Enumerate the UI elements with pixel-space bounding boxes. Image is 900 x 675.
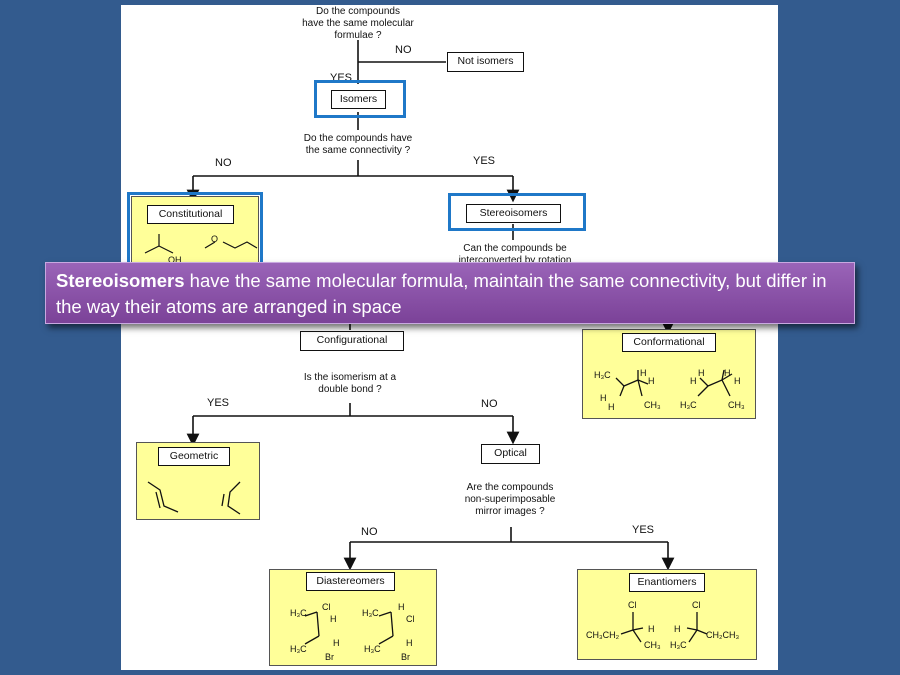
ena1-cl: Cl [628,600,637,610]
node-conformational: Conformational [622,333,716,352]
definition-banner: Stereoisomers have the same molecular fo… [45,262,855,324]
dia1-h3c-top: H₃C [290,608,307,618]
dia1-br: Br [325,652,334,662]
banner-term: Stereoisomers [56,270,185,291]
dia1-h-top: H [330,614,337,624]
stereoisomers-highlight-frame [448,193,586,231]
conf-left-h3: H [600,393,607,403]
dia1-h-bottom: H [333,638,340,648]
conf-right-ch3: CH₃ [728,400,745,410]
dia2-h3c-top: H₃C [362,608,379,618]
dia2-h-bottom: H [406,638,413,648]
conf-left-ch3: CH₃ [644,400,661,410]
hydroxyl-label: OH [168,255,182,265]
label-yes: YES [207,397,230,409]
conf-right-h1: H [690,376,697,386]
dia2-h-top: H [398,602,405,612]
conf-right-h3: H [724,368,731,378]
geometric-structures [147,481,241,515]
label-no: NO [481,398,498,410]
enantiomer-structures [620,612,708,643]
label-yes: YES [632,524,655,536]
dia2-h3c-bottom: H₃C [364,644,381,654]
node-stereoisomers: Stereoisomers [466,204,561,223]
label-no: NO [361,526,378,538]
ena1-h: H [648,624,655,634]
node-configurational: Configurational [300,331,404,351]
oxygen-label: O [211,234,218,244]
conf-right-h4: H [734,376,741,386]
conf-left-h4: H [608,402,615,412]
node-geometric: Geometric [158,447,230,466]
dia2-br: Br [401,652,410,662]
conf-right-h3c: H₃C [680,400,697,410]
ena2-ethyl: CH₂CH₃ [706,630,740,640]
node-not-isomers: Not isomers [447,52,524,72]
node-isomers: Isomers [331,90,386,109]
label-no: NO [215,157,232,169]
conf-left-h3c: H₃C [594,370,611,380]
conf-right-h2: H [698,368,705,378]
conf-left-h2: H [648,376,655,386]
label-yes: YES [473,155,496,167]
dia1-cl: Cl [322,602,331,612]
node-optical: Optical [481,444,540,464]
isomers-highlight-frame [314,80,406,118]
diastereomer-structures [304,611,394,645]
conformational-structures [615,369,733,397]
node-enantiomers: Enantiomers [629,573,705,592]
ena1-ch3: CH₃ [644,640,661,650]
banner-definition: have the same molecular formula, maintai… [56,270,827,317]
ena2-h3c: H₃C [670,640,687,650]
dia1-h3c-bottom: H₃C [290,644,307,654]
ena1-ethyl: CH₃CH₂ [586,630,620,640]
conf-left-h1: H [640,368,647,378]
ena2-h: H [674,624,681,634]
node-diastereomers: Diastereomers [306,572,395,591]
ena2-cl: Cl [692,600,701,610]
node-constitutional: Constitutional [147,205,234,224]
label-no: NO [395,44,412,56]
dia2-cl: Cl [406,614,415,624]
constitutional-structures: O [144,234,258,254]
